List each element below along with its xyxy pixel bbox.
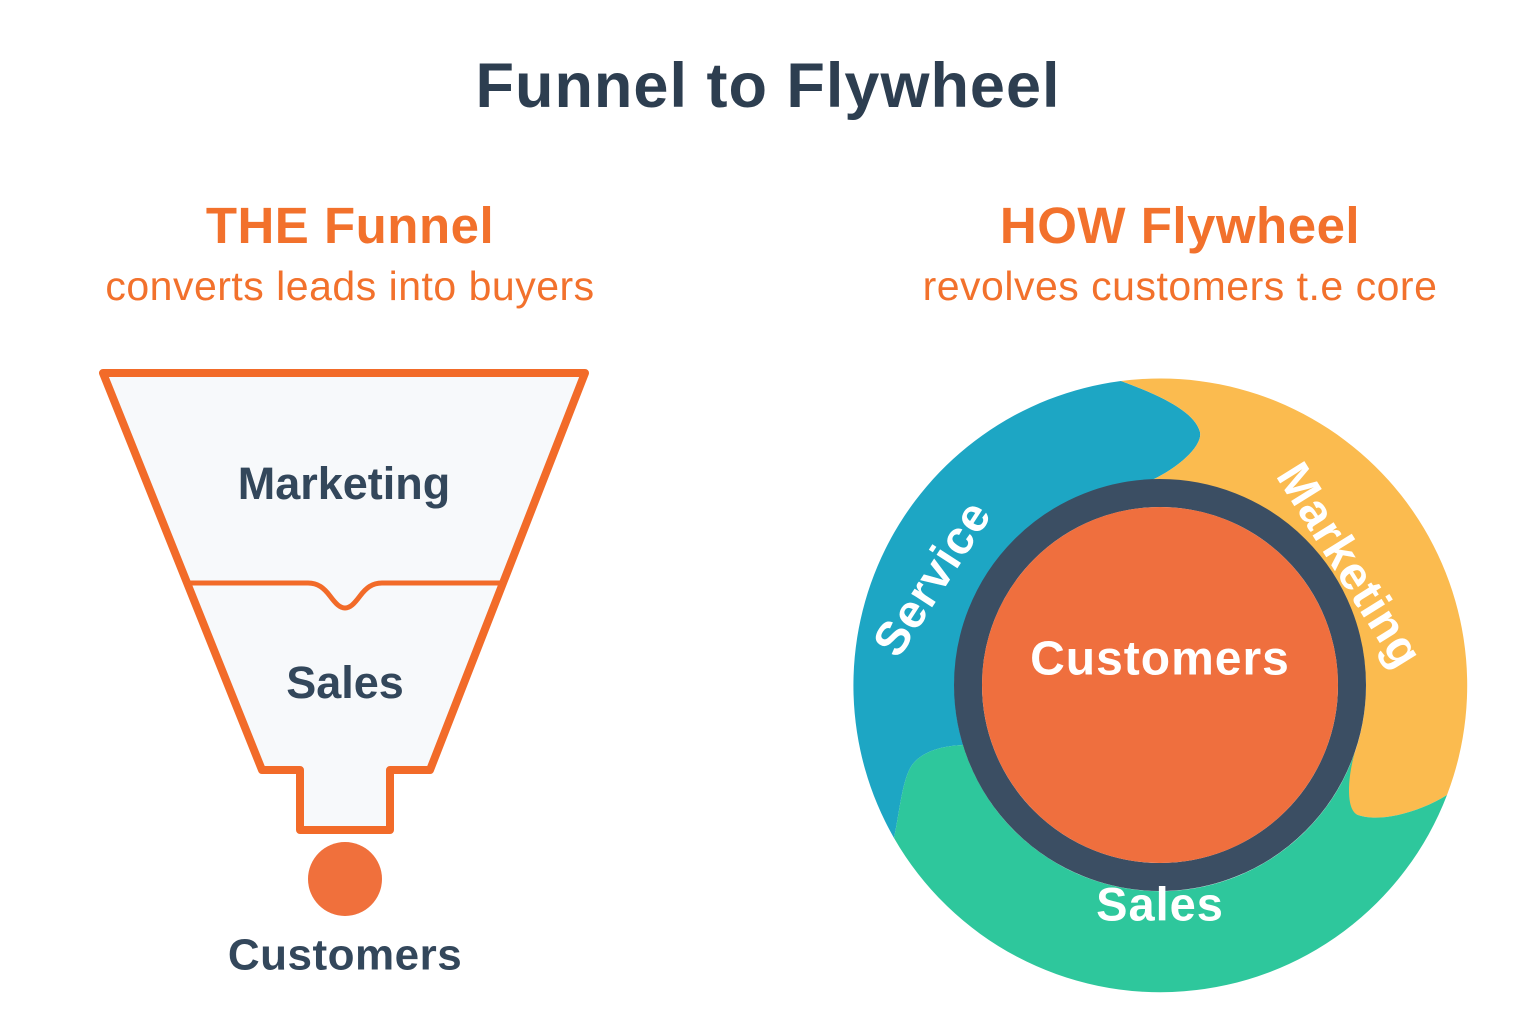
flywheel-label-sales: Sales — [1096, 877, 1224, 930]
page-title: Funnel to Flywheel — [475, 51, 1061, 121]
funnel-stage-marketing: Marketing — [238, 458, 451, 509]
customer-dot — [308, 842, 382, 916]
funnel-heading-block: THE Funnel converts leads into buyers — [40, 196, 660, 310]
funnel-stage-sales: Sales — [286, 657, 404, 708]
flywheel-segment-sales — [894, 745, 1447, 993]
flywheel-heading: HOW Flywheel — [999, 197, 1361, 254]
flywheel-core — [982, 507, 1338, 863]
flywheel-subheading: revolves customers t.e core — [922, 263, 1438, 309]
flywheel-segment-marketing — [1121, 378, 1468, 818]
funnel-customers-label: Customers — [228, 931, 462, 980]
funnel-heading: THE Funnel — [205, 197, 495, 254]
flywheel-segment-service — [853, 381, 1201, 838]
flywheel-ring — [954, 479, 1366, 891]
funnel-diagram: Marketing Sales Customers — [99, 369, 589, 980]
funnel-divider — [184, 580, 506, 611]
flywheel-heading-block: HOW Flywheel revolves customers t.e core — [868, 196, 1492, 310]
flywheel-diagram: Service Marketing Sales Customers — [853, 378, 1468, 993]
funnel-subheading: converts leads into buyers — [105, 263, 595, 309]
funnel-outline — [99, 369, 589, 834]
flywheel-customers-label: Customers — [1030, 633, 1290, 686]
